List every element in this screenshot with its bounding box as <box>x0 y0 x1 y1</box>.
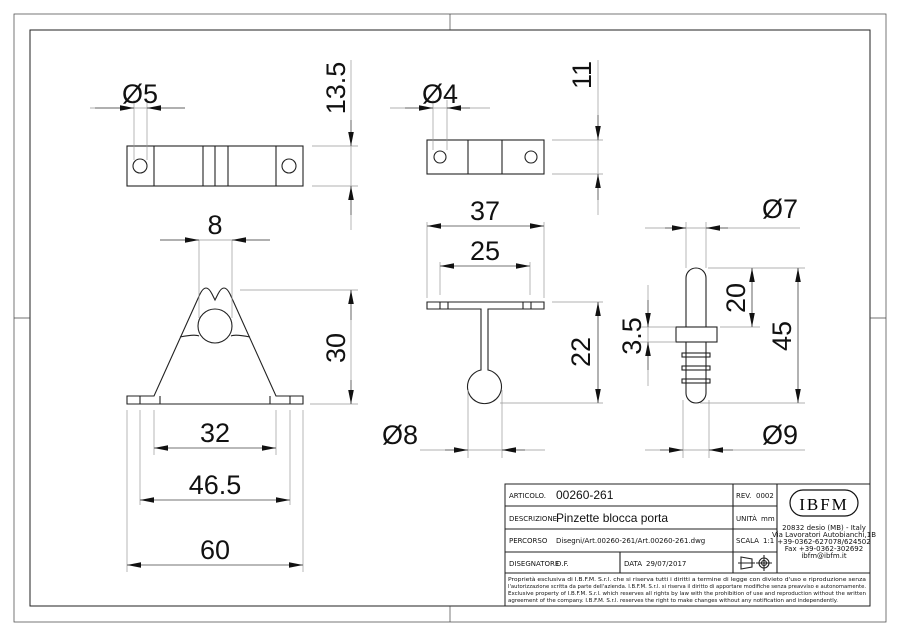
projection-symbol-icon <box>738 555 772 571</box>
dim-middle-height: 22 <box>566 337 596 367</box>
articolo-label: ARTICOLO. <box>509 492 546 500</box>
percorso-label: PERCORSO <box>509 537 548 545</box>
scala-label: SCALA <box>736 537 759 545</box>
left-part-front-view: 8 30 32 46.5 60 <box>126 210 358 572</box>
left-part-top-view: Ø5 13.5 <box>90 60 358 230</box>
dim-middle-ball: Ø8 <box>382 420 418 450</box>
percorso-value: Disegni/Art.00260-261/Art.00260-261.dwg <box>556 537 705 545</box>
fax-line: Fax +39-0362-302692 <box>785 545 863 553</box>
ibfm-logo: IBFM <box>789 489 859 517</box>
dim-left-w2: 46.5 <box>189 470 242 500</box>
dim-pin-total: 45 <box>767 321 797 351</box>
dim-left-thickness: 13.5 <box>321 62 351 115</box>
unita-value: mm <box>761 515 775 523</box>
dim-pin-upper: 20 <box>721 283 751 313</box>
descrizione-value: Pinzette blocca porta <box>556 511 668 525</box>
rev-label: REV. <box>736 492 751 500</box>
rev-value: 0002 <box>756 492 774 500</box>
address-line: 20832 desio (MB) - Italy <box>782 524 866 532</box>
dim-left-gap: 8 <box>207 210 222 240</box>
svg-text:IBFM: IBFM <box>799 495 849 514</box>
pin-part-view: Ø7 20 45 3.5 Ø9 <box>617 194 805 458</box>
legal-note: agreement of the company. I.B.F.M. S.r.l… <box>508 598 838 604</box>
data-label: DATA <box>624 560 642 568</box>
dim-left-w3: 60 <box>200 535 230 565</box>
dim-middle-w2: 25 <box>470 236 500 266</box>
dim-middle-thickness: 11 <box>567 61 597 89</box>
legal-note: l'autorizzazione scritta da parte dell'a… <box>508 584 866 590</box>
legal-note: Proprietà esclusiva di I.B.F.M. S.r.l. c… <box>508 576 866 583</box>
dim-pin-collar-dia: Ø9 <box>762 420 798 450</box>
phone-line: +39-0362-627078/624502 <box>777 538 870 546</box>
dim-left-hole: Ø5 <box>122 79 158 109</box>
dim-pin-top: Ø7 <box>762 194 798 224</box>
disegnatore-label: DISEGNATORE <box>509 560 559 568</box>
dim-left-height: 30 <box>321 333 351 363</box>
middle-part-top-view: Ø4 11 <box>390 60 603 215</box>
title-block: ARTICOLO. 00260-261 REV. 0002 DESCRIZION… <box>504 483 876 607</box>
data-value: 29/07/2017 <box>646 560 686 568</box>
unita-label: UNITÀ <box>736 514 757 523</box>
email-line: ibfm@ibfm.it <box>801 552 847 560</box>
dim-middle-w1: 37 <box>470 196 500 226</box>
dim-left-w1: 32 <box>200 418 230 448</box>
dim-pin-collar: 3.5 <box>617 317 647 355</box>
address-line: Via Lavoratori Autobianchi,1B <box>772 531 876 539</box>
legal-note: Exclusive property of I.B.F.M. S.r.l. wh… <box>508 591 866 597</box>
middle-part-front-view: 37 25 22 Ø8 <box>382 196 603 458</box>
dim-middle-hole: Ø4 <box>422 79 458 109</box>
drawing-frame <box>13 13 887 623</box>
descrizione-label: DESCRIZIONE <box>509 515 557 523</box>
scala-value: 1:1 <box>763 537 774 545</box>
disegnatore-value: D.F. <box>556 560 569 568</box>
articolo-value: 00260-261 <box>556 488 614 502</box>
